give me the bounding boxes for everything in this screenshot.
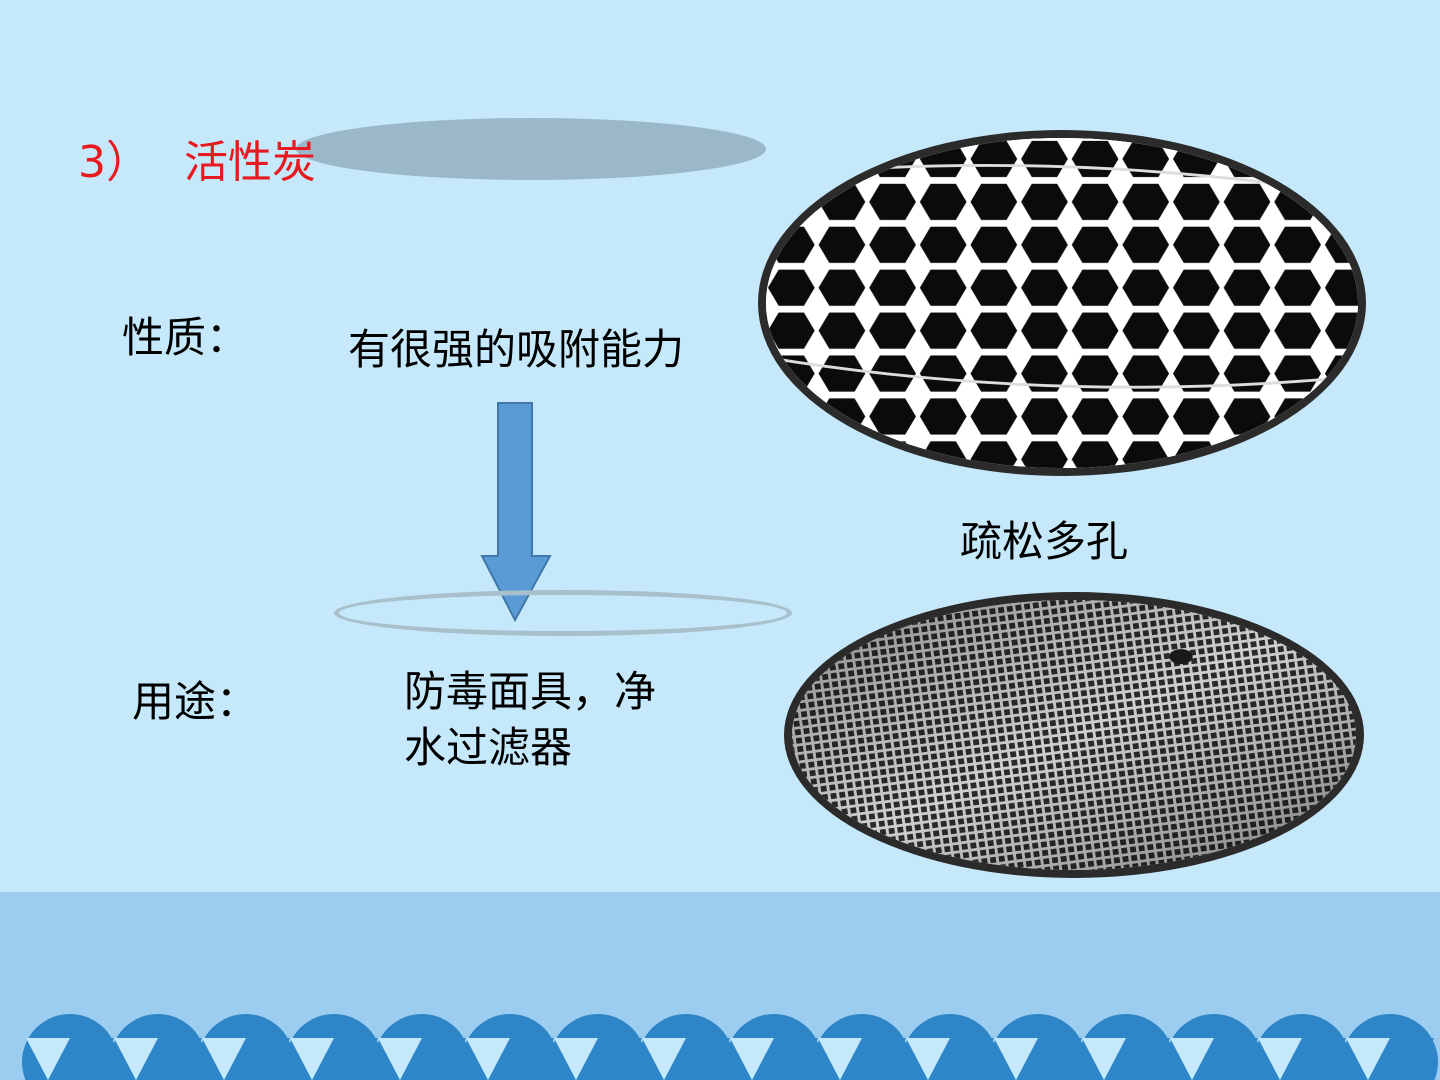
use-value-line-2: 水过滤器 [404,723,573,772]
use-highlight-ring [334,590,792,636]
title-text: 活性炭 [184,137,316,188]
title-highlight-oval [296,118,766,180]
use-value: 防毒面具，净 水过滤器 [404,664,656,776]
use-label: 用途： [132,677,259,726]
porous-structure-photo-overview [784,592,1364,878]
use-value-line-1: 防毒面具，净 [404,667,657,716]
slide-title: 3） 活性炭 [78,126,316,190]
property-label: 性质： [122,313,249,362]
porous-structure-photo-closeup [758,130,1366,476]
porous-caption: 疏松多孔 [960,517,1129,566]
title-number: 3） [78,137,150,188]
property-value: 有很强的吸附能力 [348,325,685,374]
wave-decoration-icon [22,1014,1438,1080]
down-arrow-icon [480,402,552,622]
